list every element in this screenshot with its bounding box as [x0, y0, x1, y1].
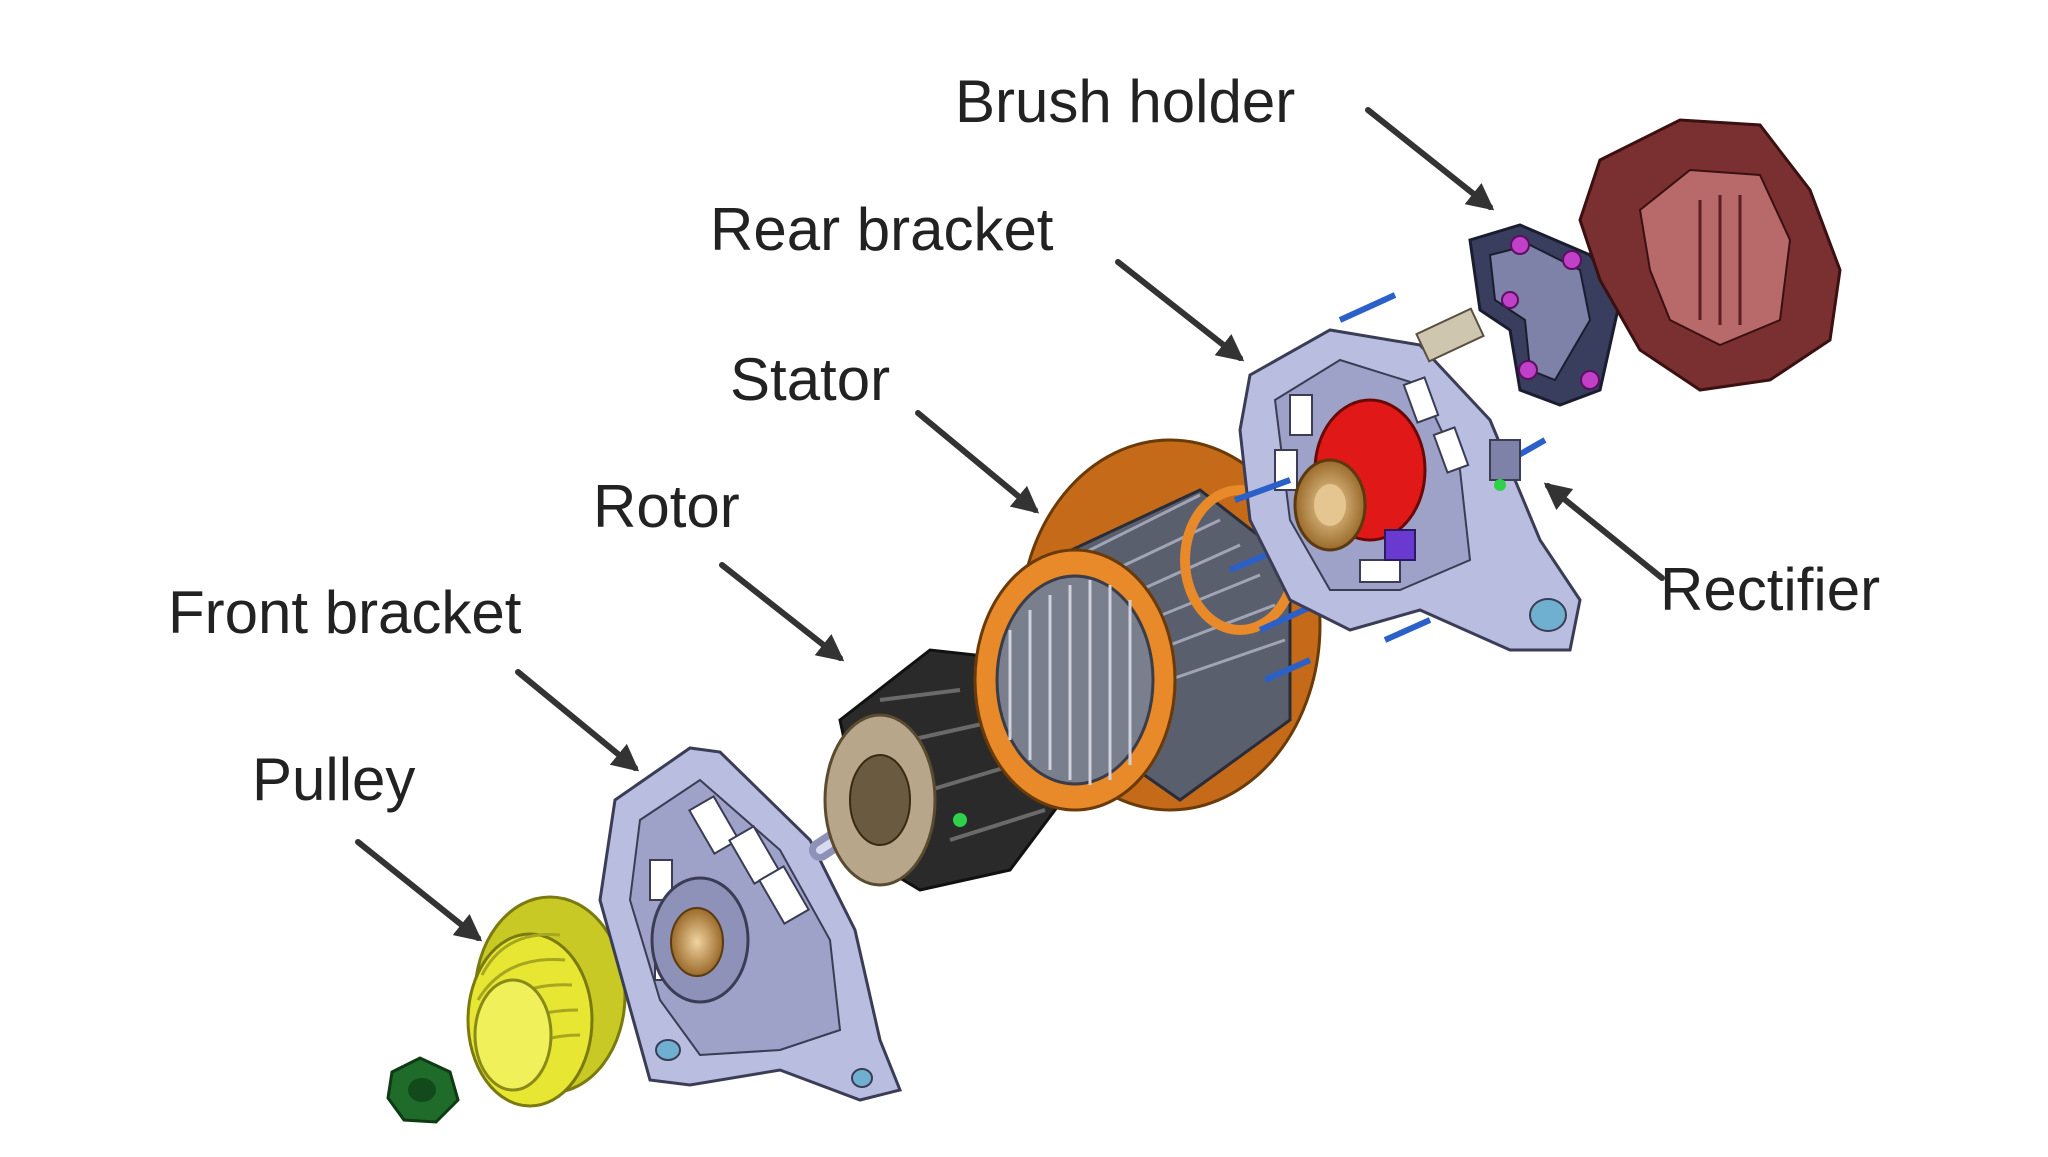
pointer-arrows [355, 107, 1665, 942]
front-bracket-part [598, 746, 903, 1102]
brush-holder-part [1468, 223, 1622, 407]
label-front-bracket: Front bracket [168, 579, 522, 646]
brush-cover-part [1578, 118, 1842, 392]
rectifier-part [1489, 439, 1521, 491]
arrow-rectifier [1543, 482, 1665, 581]
pulley-part [466, 895, 627, 1108]
label-stator: Stator [730, 346, 891, 413]
label-pulley: Pulley [252, 746, 416, 813]
arrow-front-bracket [515, 669, 640, 772]
label-rotor: Rotor [593, 473, 740, 540]
label-rectifier: Rectifier [1660, 556, 1881, 623]
label-rear-bracket: Rear bracket [710, 196, 1054, 263]
arrow-pulley [355, 839, 483, 942]
arrow-brush-holder [1365, 107, 1495, 211]
arrow-stator [915, 410, 1040, 514]
rear-bracket-part [1233, 292, 1582, 652]
arrow-rear-bracket [1115, 259, 1245, 362]
nut-part [386, 1056, 460, 1124]
arrow-rotor [719, 562, 845, 662]
label-brush-holder: Brush holder [955, 68, 1296, 135]
